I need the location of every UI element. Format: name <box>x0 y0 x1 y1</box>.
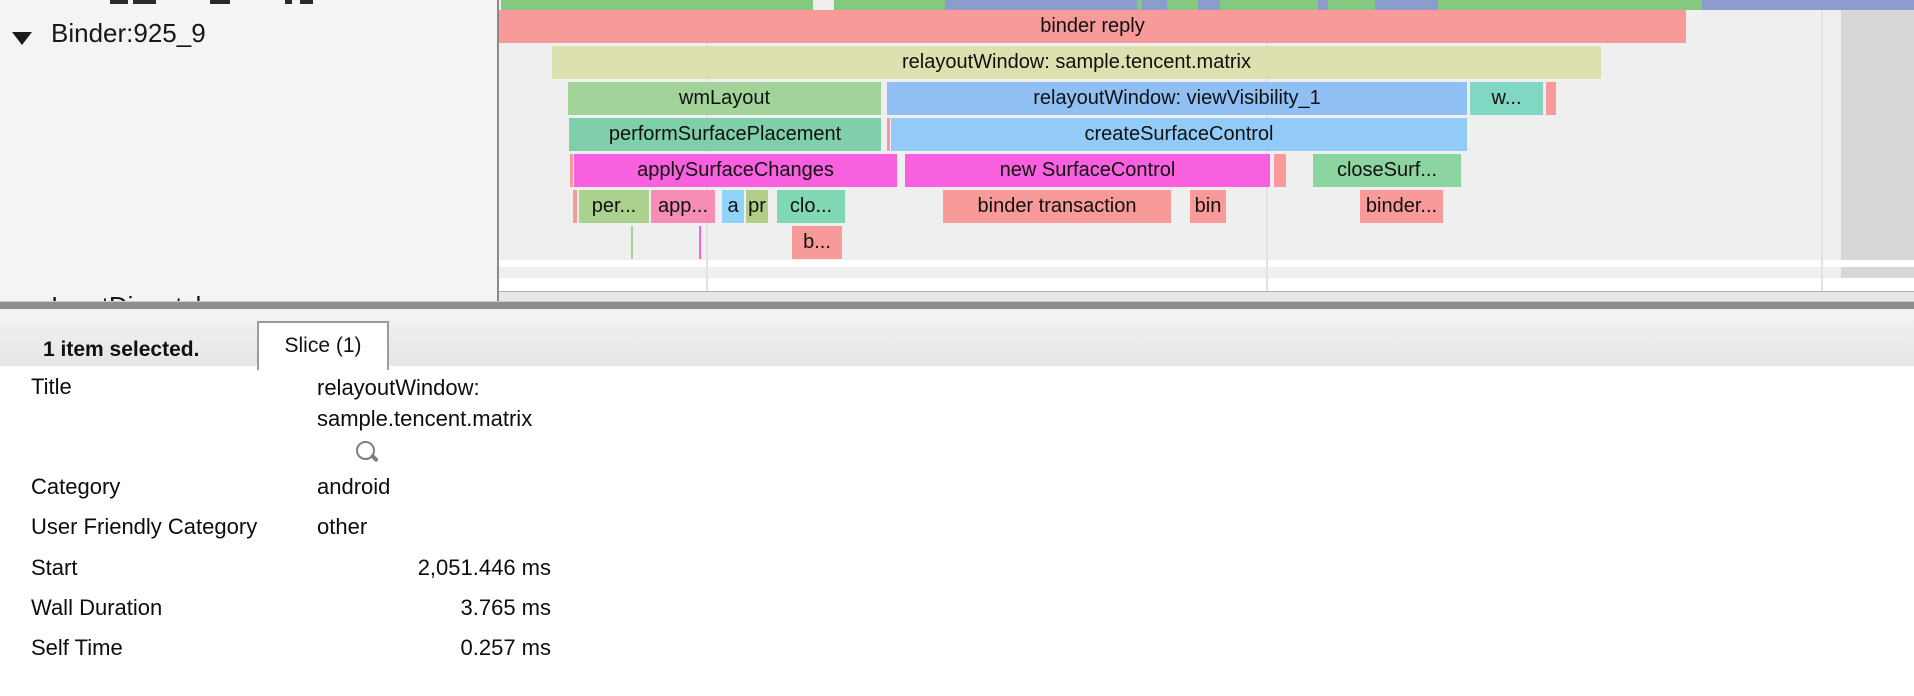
parent-slice-segment[interactable] <box>1318 0 1328 10</box>
field-value-category: android <box>317 474 391 499</box>
slice-binder-transaction[interactable]: binder transaction <box>943 190 1171 223</box>
slice-pr[interactable]: pr <box>746 190 768 223</box>
clipped-text-fragment <box>110 0 128 4</box>
parent-slice-segment[interactable] <box>1328 0 1375 10</box>
field-value-self-time: 0.257 ms <box>460 635 552 660</box>
slice-app[interactable]: app... <box>651 190 715 223</box>
chart-right-gutter <box>1841 10 1914 291</box>
chart-bottom-strip <box>499 291 1914 301</box>
slice-binder[interactable]: binder... <box>1360 190 1443 223</box>
slice-relayoutwindow-sample-tencent-matrix[interactable]: relayoutWindow: sample.tencent.matrix <box>552 46 1601 79</box>
slice-details-panel: Title relayoutWindow: sample.tencent.mat… <box>0 366 1914 696</box>
panel-divider <box>497 0 499 301</box>
gridline <box>1821 10 1823 291</box>
field-value-wall-duration: 3.765 ms <box>460 595 552 620</box>
slice-new-surfacecontrol[interactable]: new SurfaceControl <box>905 154 1270 187</box>
parent-slice-segment[interactable] <box>501 0 813 10</box>
slice-sliver[interactable] <box>631 226 633 259</box>
field-label-category: Category <box>31 474 121 499</box>
parent-slice-segment[interactable] <box>1137 0 1142 10</box>
field-label-wall-duration: Wall Duration <box>31 595 163 620</box>
slice-createsurfacecontrol[interactable]: createSurfaceControl <box>891 118 1467 151</box>
slice-sliver[interactable] <box>699 226 701 259</box>
field-label-title: Title <box>31 374 72 399</box>
clipped-text-fragment <box>285 0 292 4</box>
next-track-title[interactable]: InputDispatcher <box>51 291 233 301</box>
field-label-user-friendly-category: User Friendly Category <box>31 514 258 539</box>
slice-clo[interactable]: clo... <box>777 190 845 223</box>
slice-per[interactable]: per... <box>579 190 649 223</box>
slice-closesurf[interactable]: closeSurf... <box>1313 154 1461 187</box>
parent-slice-segment[interactable] <box>1167 0 1198 10</box>
slice-b[interactable]: b... <box>792 226 842 259</box>
field-label-self-time: Self Time <box>31 635 123 660</box>
slice-wmlayout[interactable]: wmLayout <box>568 82 881 115</box>
slice-performsurfaceplacement[interactable]: performSurfacePlacement <box>569 118 881 151</box>
parent-slice-segment[interactable] <box>1198 0 1220 10</box>
field-value-user-friendly-category: other <box>317 514 368 539</box>
parent-slice-segment[interactable] <box>945 0 1137 10</box>
slice-sliver[interactable] <box>887 118 890 151</box>
parent-slice-segment[interactable] <box>1375 0 1438 10</box>
collapse-arrow-icon[interactable] <box>12 32 32 45</box>
slice-sliver[interactable] <box>1274 154 1286 187</box>
slice-relayoutwindow-viewvisibility-1[interactable]: relayoutWindow: viewVisibility_1 <box>887 82 1467 115</box>
clipped-text-fragment <box>210 0 230 4</box>
track-group-title[interactable]: Binder:925_9 <box>51 18 206 48</box>
parent-slice-segment[interactable] <box>1142 0 1167 10</box>
field-value-start: 2,051.446 ms <box>417 555 551 580</box>
slice-sliver[interactable] <box>573 190 577 223</box>
field-label-start: Start <box>31 555 78 580</box>
slice-w[interactable]: w... <box>1470 82 1543 115</box>
slice-sliver[interactable] <box>570 154 573 187</box>
track-name-panel: Binder:925_9 InputDispatcher <box>0 0 497 301</box>
tab-slice[interactable]: Slice (1) <box>257 321 389 370</box>
analysis-toolbar: 1 item selected. Slice (1) <box>0 309 1914 370</box>
parent-slice-segment[interactable] <box>1220 0 1318 10</box>
track-row-band <box>499 260 1914 267</box>
slice-binder-reply[interactable]: binder reply <box>499 10 1686 43</box>
panel-resize-splitter[interactable] <box>0 301 1914 310</box>
parent-slice-segment[interactable] <box>1702 0 1914 10</box>
field-value-title: relayoutWindow: sample.tencent.matrix <box>317 375 533 431</box>
selection-status: 1 item selected. <box>43 338 200 361</box>
clipped-text-fragment <box>300 0 313 4</box>
parent-slice-segment[interactable] <box>1438 0 1702 10</box>
slice-applysurfacechanges[interactable]: applySurfaceChanges <box>574 154 897 187</box>
slice-sliver[interactable] <box>1546 82 1556 115</box>
slice-a[interactable]: a <box>722 190 744 223</box>
track-row-band <box>499 278 1914 291</box>
clipped-text-fragment <box>133 0 156 4</box>
parent-slice-segment[interactable] <box>834 0 945 10</box>
slice-bin[interactable]: bin <box>1190 190 1226 223</box>
magnifier-icon[interactable] <box>356 441 375 460</box>
